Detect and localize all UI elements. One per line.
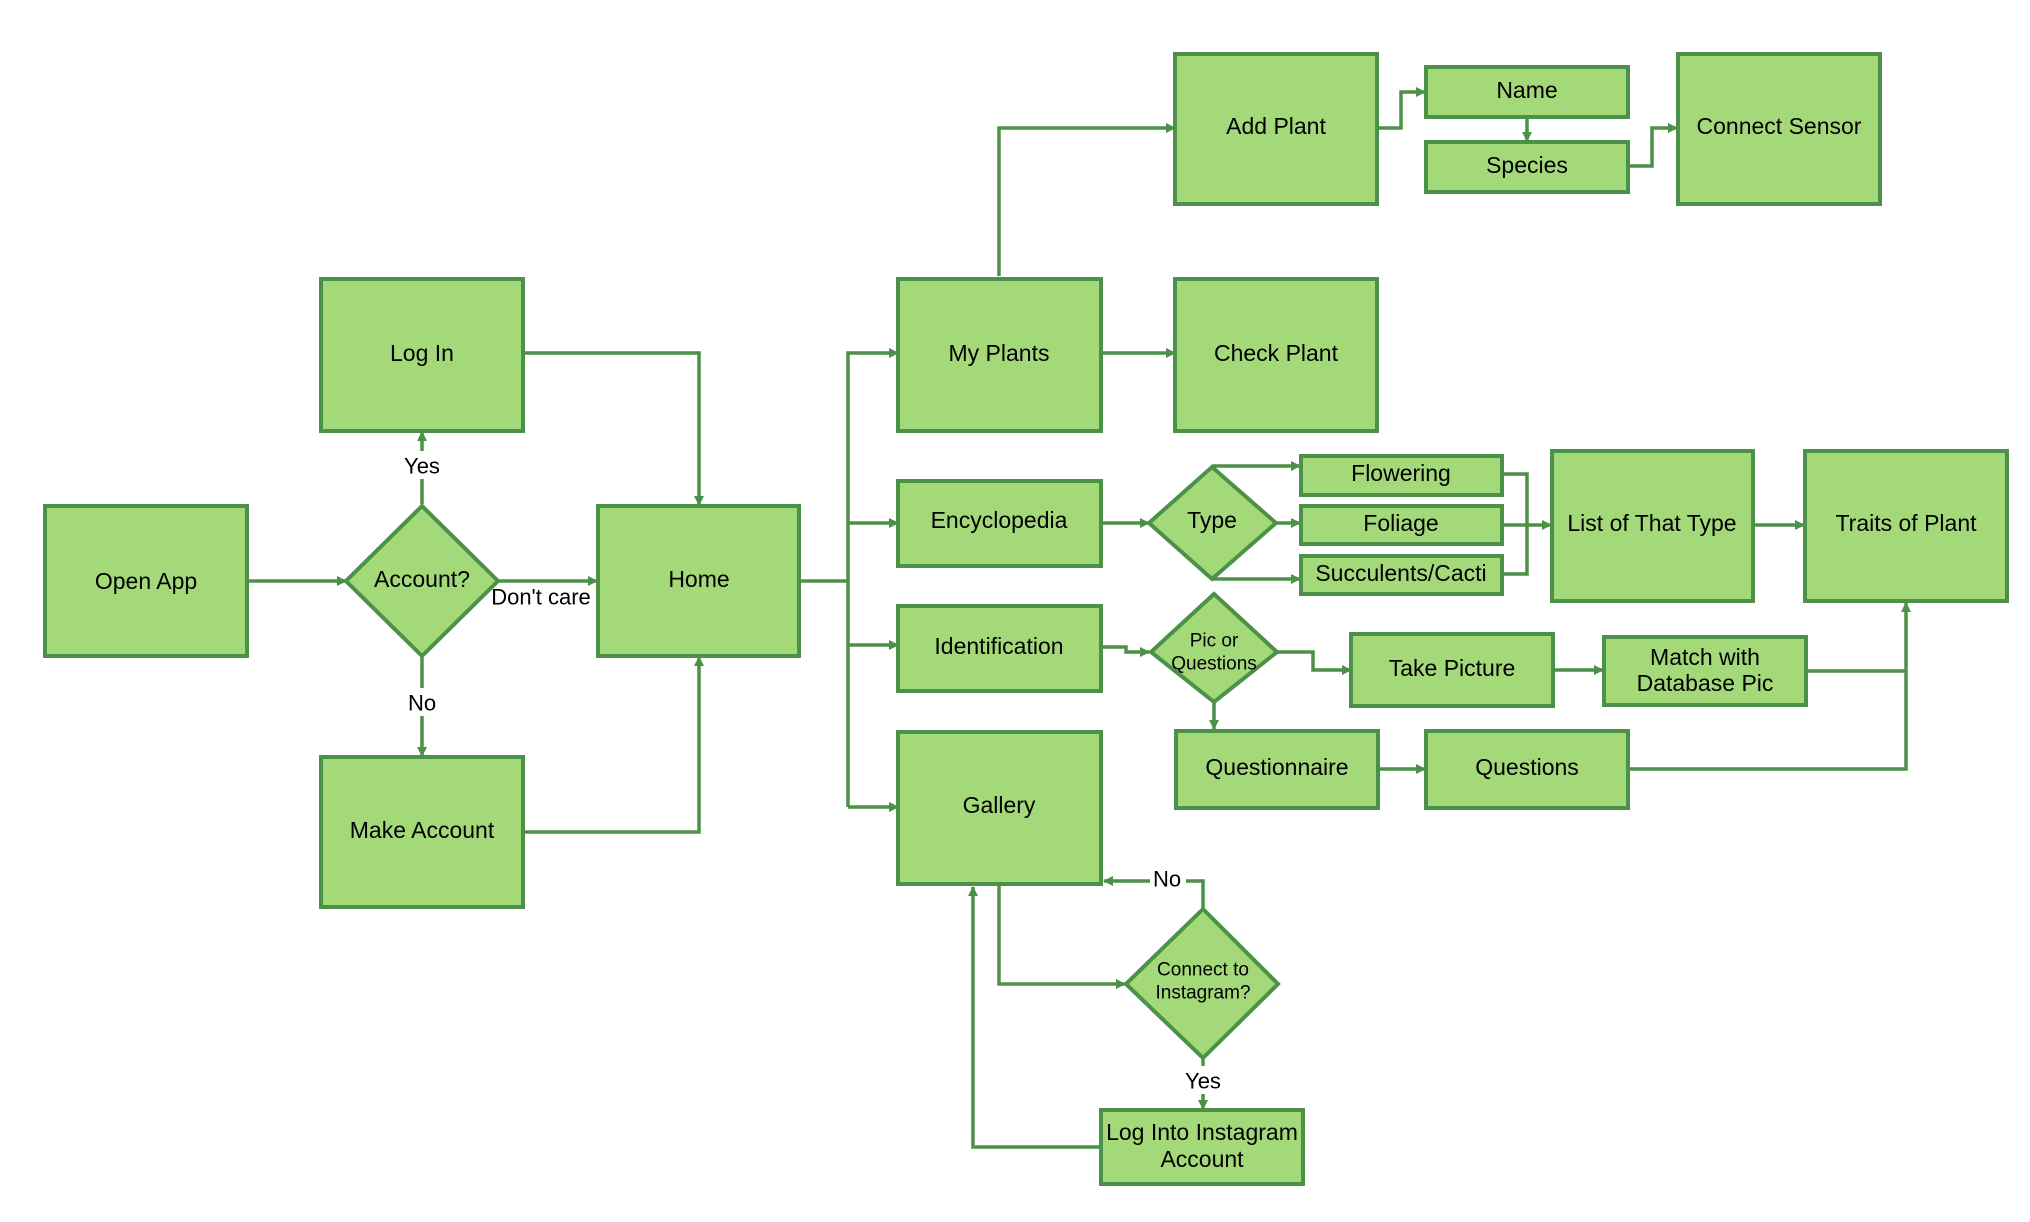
edge-log-in-to-home (523, 351, 704, 506)
edge-label-dont-care: Don't care (491, 585, 591, 610)
edge-pic-or-questions-to-take-picture (1277, 650, 1352, 675)
svg-text:Check Plant: Check Plant (1214, 340, 1339, 366)
edge-make-account-to-home (523, 656, 704, 834)
svg-text:Questionnaire: Questionnaire (1205, 754, 1348, 780)
node-encyclopedia: Encyclopedia (896, 479, 1103, 568)
edge-gallery-to-connect-instagram (997, 884, 1126, 989)
node-list-of-that-type: List of That Type (1550, 449, 1755, 603)
svg-text:Connect Sensor: Connect Sensor (1697, 113, 1862, 139)
edge-questions-to-traits (1628, 671, 1908, 771)
svg-text:Home: Home (668, 566, 729, 592)
svg-text:Connect to: Connect to (1157, 960, 1249, 981)
svg-text:Log In: Log In (390, 340, 454, 366)
svg-text:Add Plant: Add Plant (1226, 113, 1326, 139)
node-flowering: Flowering (1299, 454, 1504, 497)
node-succulents-cacti: Succulents/Cacti (1299, 554, 1504, 596)
edge-label-yes-instagram: Yes (1185, 1069, 1221, 1094)
edge-label-no-make-account: No (408, 691, 436, 716)
node-log-into-instagram-account: Log Into Instagram Account (1099, 1108, 1305, 1186)
svg-text:Foliage: Foliage (1363, 510, 1438, 536)
edge-label-no-background (405, 688, 439, 716)
svg-text:Pic or: Pic or (1190, 631, 1239, 652)
edge-label-no-gallery: No (1153, 867, 1181, 892)
svg-text:My Plants: My Plants (949, 340, 1050, 366)
node-account-decision: Account? (343, 503, 501, 659)
edge-log-instagram-to-gallery (968, 886, 1101, 1149)
node-make-account: Make Account (319, 755, 525, 909)
edge-add-plant-to-name (1376, 87, 1426, 130)
node-home: Home (596, 504, 801, 658)
svg-text:Type: Type (1187, 507, 1237, 533)
node-type-decision: Type (1145, 464, 1280, 582)
node-gallery: Gallery (896, 730, 1103, 886)
edge-label-yes-login: Yes (404, 454, 440, 479)
node-take-picture: Take Picture (1349, 632, 1555, 708)
svg-text:Gallery: Gallery (963, 792, 1036, 818)
svg-text:Account?: Account? (374, 566, 470, 592)
node-questionnaire: Questionnaire (1174, 729, 1380, 810)
node-species: Species (1424, 140, 1630, 194)
svg-text:Take Picture: Take Picture (1389, 655, 1516, 681)
svg-text:Flowering: Flowering (1351, 460, 1451, 486)
node-questions: Questions (1424, 729, 1630, 810)
node-open-app: Open App (43, 504, 249, 658)
svg-text:Account: Account (1160, 1146, 1244, 1172)
node-traits-of-plant: Traits of Plant (1803, 449, 2009, 603)
node-pic-or-questions-decision: Pic or Questions (1147, 591, 1281, 705)
svg-text:List of That Type: List of That Type (1567, 510, 1736, 536)
svg-text:Species: Species (1486, 152, 1568, 178)
node-my-plants: My Plants (896, 277, 1103, 433)
svg-text:Make Account: Make Account (350, 817, 495, 843)
node-check-plant: Check Plant (1173, 277, 1379, 433)
svg-text:Questions: Questions (1171, 654, 1257, 675)
edge-species-to-connect-sensor (1628, 123, 1678, 168)
svg-text:Succulents/Cacti: Succulents/Cacti (1315, 560, 1486, 586)
node-log-in: Log In (319, 277, 525, 433)
edge-match-to-traits (1806, 602, 1911, 673)
node-name: Name (1424, 65, 1630, 119)
svg-text:Open App: Open App (95, 568, 197, 594)
edge-label-no-gallery-background (1150, 865, 1186, 893)
node-connect-instagram-decision: Connect to Instagram? (1123, 906, 1281, 1061)
svg-text:Questions: Questions (1475, 754, 1579, 780)
edge-my-plants-to-add-plant (997, 123, 1176, 276)
svg-text:Instagram?: Instagram? (1155, 983, 1250, 1004)
node-match-with-database-pic: Match with Database Pic (1602, 635, 1808, 707)
svg-text:Log Into Instagram: Log Into Instagram (1106, 1119, 1298, 1145)
svg-text:Traits of Plant: Traits of Plant (1835, 510, 1977, 536)
edge-connect-instagram-no-to-gallery (1103, 876, 1205, 909)
node-identification: Identification (896, 604, 1103, 693)
node-add-plant: Add Plant (1173, 52, 1379, 206)
svg-text:Name: Name (1496, 77, 1557, 103)
edge-label-yes-instagram-background (1182, 1066, 1224, 1094)
svg-text:Encyclopedia: Encyclopedia (931, 507, 1068, 533)
edge-home-to-my-plants (846, 348, 899, 807)
edge-label-yes-background (403, 451, 441, 479)
svg-text:Database Pic: Database Pic (1637, 670, 1774, 696)
svg-text:Match with: Match with (1650, 644, 1760, 670)
node-foliage: Foliage (1299, 504, 1504, 546)
node-connect-sensor: Connect Sensor (1676, 52, 1882, 206)
svg-text:Identification: Identification (934, 633, 1063, 659)
edge-identification-to-pic-or-questions (1101, 645, 1150, 657)
